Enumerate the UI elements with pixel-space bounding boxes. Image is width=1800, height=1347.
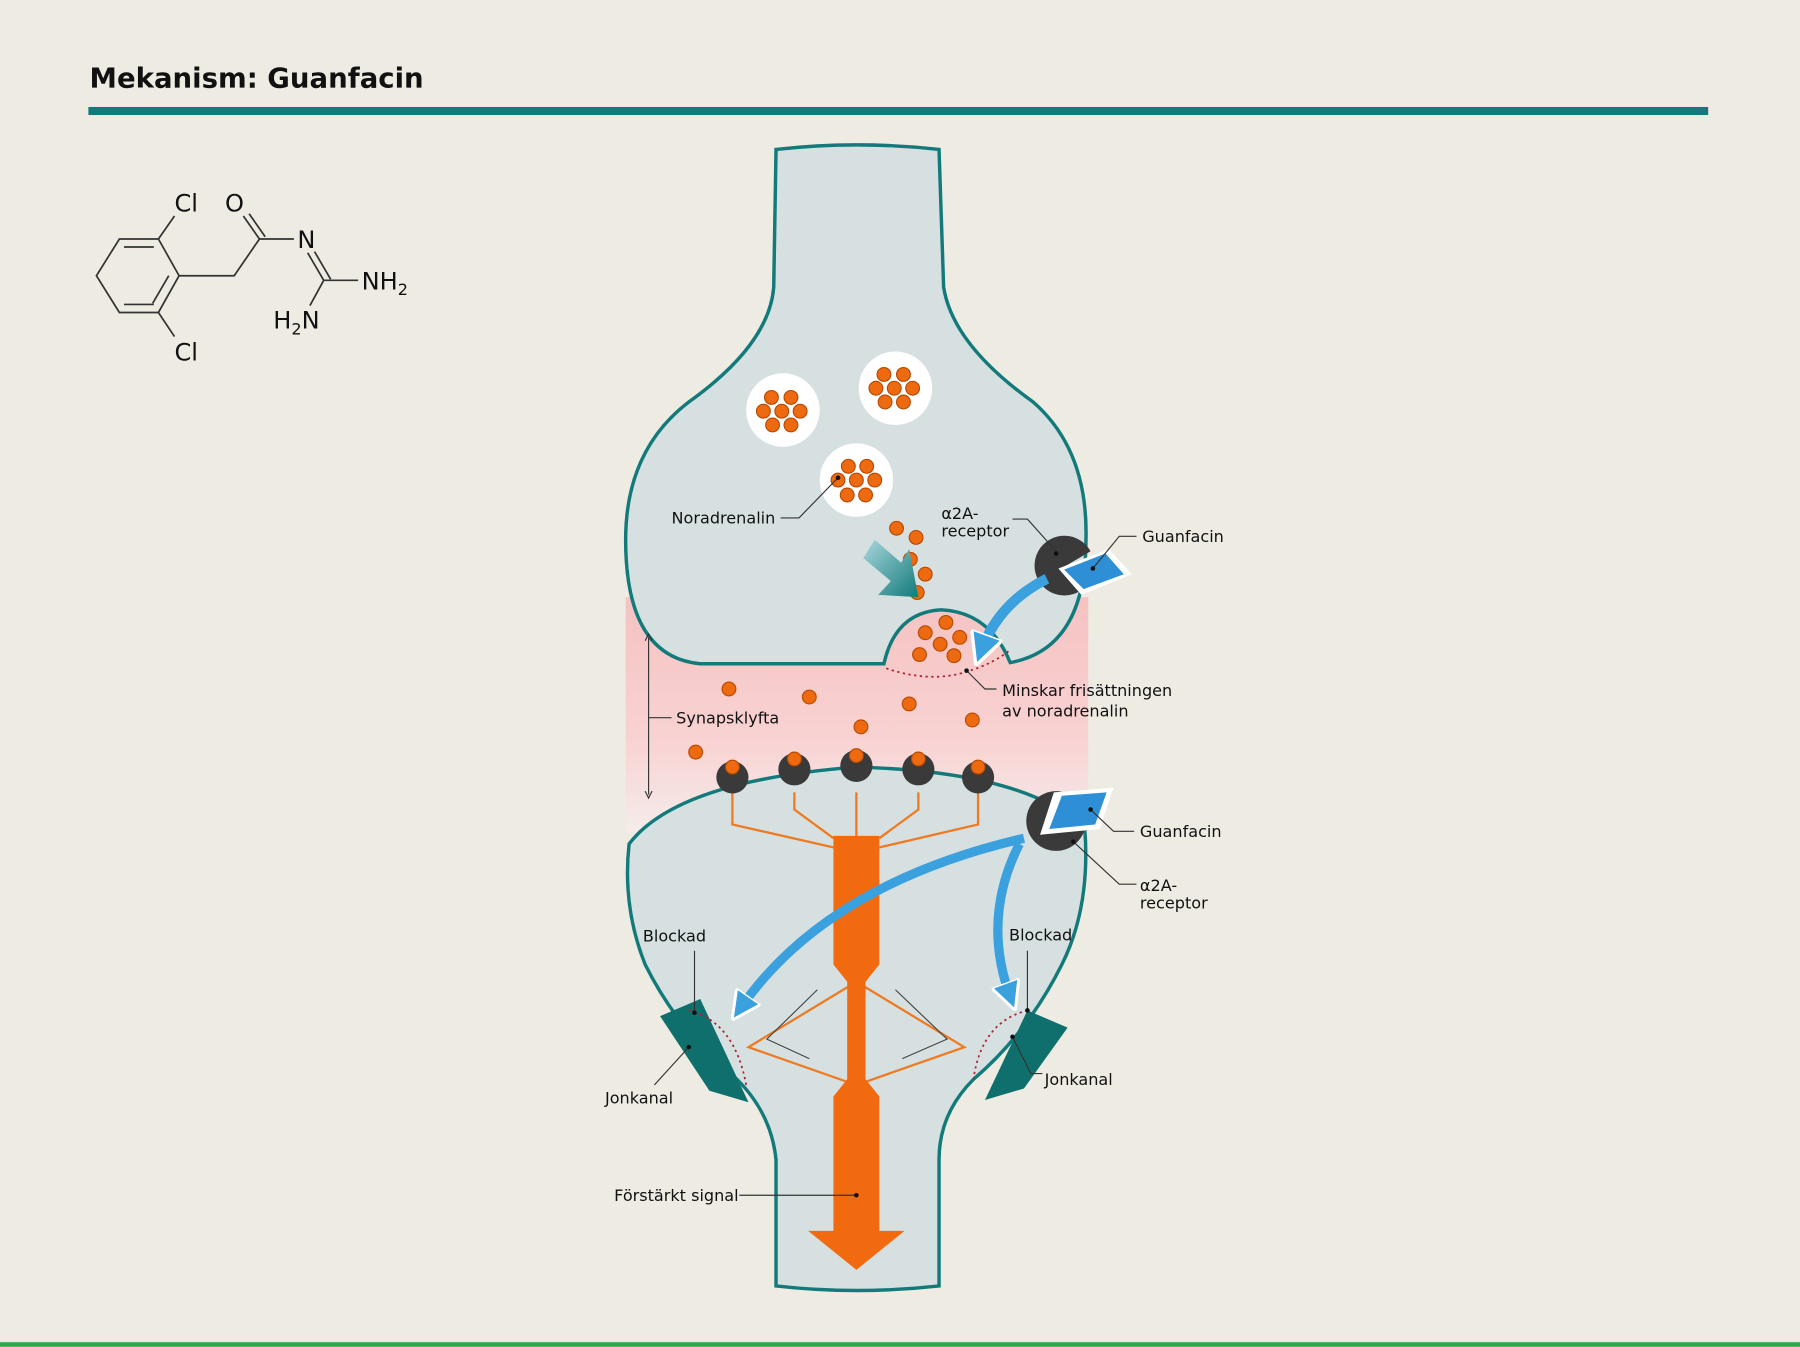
label-receptor-top-2: receptor bbox=[941, 521, 1009, 540]
label-guanfacin-top: Guanfacin bbox=[1142, 527, 1224, 546]
guanfacin-molecule-icon bbox=[1064, 553, 1124, 590]
label-receptor-bottom-2: receptor bbox=[1140, 893, 1208, 912]
label-receptor-top-1: α2A- bbox=[941, 504, 978, 523]
label-minskar-2: av noradrenalin bbox=[1002, 702, 1128, 721]
alpha2a-receptor-postsynaptic bbox=[1026, 787, 1114, 851]
svg-text:O: O bbox=[225, 189, 244, 217]
alpha2a-receptor-presynaptic bbox=[1034, 535, 1132, 596]
label-jonkanal-right: Jonkanal bbox=[1044, 1070, 1113, 1089]
page-title: Mekanism: Guanfacin bbox=[90, 62, 424, 94]
label-blockad-right: Blockad bbox=[1009, 925, 1072, 944]
svg-text:NH2: NH2 bbox=[362, 268, 408, 300]
label-noradrenalin: Noradrenalin bbox=[672, 509, 776, 528]
svg-text:N: N bbox=[297, 226, 315, 254]
release-arrow-icon bbox=[863, 539, 919, 598]
label-synapsklyfta: Synapsklyfta bbox=[676, 708, 779, 727]
inhibition-arrow-icon bbox=[982, 574, 1050, 650]
guanfacin-molecule-icon bbox=[1049, 792, 1107, 830]
ion-channel-right-icon bbox=[984, 1010, 1068, 1100]
svg-text:Cl: Cl bbox=[174, 189, 198, 217]
label-receptor-bottom-1: α2A- bbox=[1140, 876, 1177, 895]
block-arrow-left-icon bbox=[740, 833, 1026, 1008]
signal-pathway bbox=[745, 835, 967, 1270]
block-arrow-right-icon bbox=[998, 841, 1024, 997]
title-rule bbox=[88, 106, 1709, 116]
ion-channel-left-icon bbox=[660, 998, 749, 1103]
bottom-border bbox=[0, 1342, 1800, 1347]
label-guanfacin-bottom: Guanfacin bbox=[1140, 822, 1222, 841]
postsynaptic-receptors bbox=[716, 748, 995, 849]
label-jonkanal-left: Jonkanal bbox=[604, 1088, 673, 1107]
label-minskar-1: Minskar frisättningen bbox=[1002, 681, 1172, 700]
svg-text:H2N: H2N bbox=[273, 307, 319, 339]
label-blockad-left: Blockad bbox=[643, 927, 706, 946]
vesicles bbox=[746, 351, 933, 517]
amplified-signal-arrow-icon bbox=[808, 835, 905, 1270]
noradrenalin-molecules bbox=[688, 520, 980, 760]
svg-text:Cl: Cl bbox=[174, 339, 198, 367]
guanfacin-structure: Cl O N NH2 H2N Cl bbox=[95, 189, 408, 367]
label-forstarkt-signal: Förstärkt signal bbox=[614, 1186, 738, 1205]
